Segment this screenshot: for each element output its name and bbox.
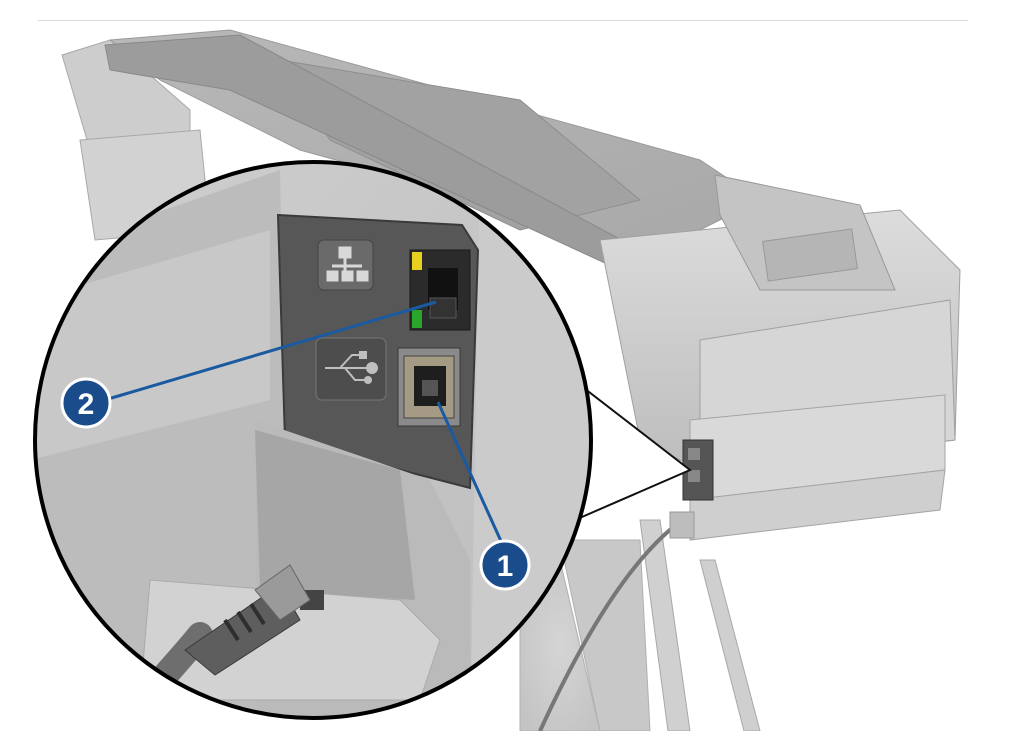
mag-recess-shadow (255, 430, 415, 600)
callout-2-label: 2 (78, 388, 95, 421)
ethernet-led-yellow (412, 252, 422, 270)
callout-2-badge: 2 (60, 377, 112, 429)
power-plug-head (254, 564, 311, 621)
printer-background (61, 29, 961, 731)
control-panel-screen (762, 228, 858, 282)
cable-connector-bg (669, 511, 695, 539)
stand-leg-back (699, 559, 761, 731)
callout-1-badge: 1 (479, 539, 531, 591)
stand-leg-right (639, 519, 691, 731)
power-plug-grip (223, 602, 266, 642)
callout-1-label: 1 (497, 550, 514, 583)
port-area-detail-2 (688, 470, 700, 482)
magnified-view (33, 160, 593, 720)
ethernet-icon (326, 246, 369, 282)
ethernet-led-green (412, 310, 422, 328)
port-area-detail (688, 448, 700, 460)
top-divider (38, 20, 968, 21)
usb-socket-tongue (422, 380, 438, 396)
callout-2-leader (97, 300, 437, 404)
stand-basket-mesh (559, 539, 651, 731)
magnifier-border (33, 160, 593, 720)
ethernet-clip (429, 297, 457, 319)
usb-icon (325, 351, 378, 384)
callout-1-leader (436, 401, 507, 551)
